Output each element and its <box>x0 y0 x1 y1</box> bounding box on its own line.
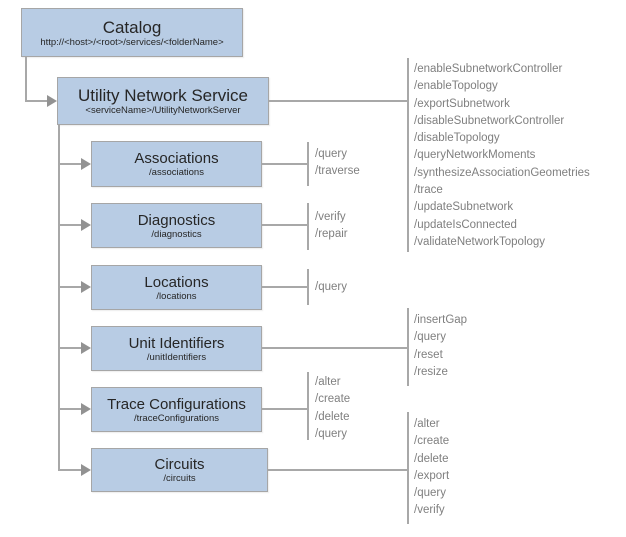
connector-line <box>58 347 82 349</box>
connector-line <box>262 163 308 165</box>
node-utility-network-service: Utility Network Service <serviceName>/Ut… <box>57 77 269 125</box>
operation-label: /alter <box>414 418 440 430</box>
diagnostics-operations-list: /verify/repair <box>315 209 348 244</box>
node-subtitle: /locations <box>156 290 197 302</box>
connector-line <box>262 347 408 349</box>
arrow-right-icon <box>47 95 57 107</box>
operations-bracket-line <box>307 372 309 440</box>
node-title: Diagnostics <box>137 211 216 229</box>
node-title: Utility Network Service <box>77 86 249 105</box>
operation-label: /export <box>414 469 450 482</box>
node-subtitle: <serviceName>/UtilityNetworkServer <box>85 105 241 116</box>
operation-label: /delete <box>315 410 350 423</box>
operation-label: /query <box>414 331 446 344</box>
operation-label: /alter <box>315 376 341 388</box>
operation-label: /query <box>315 427 347 440</box>
operation-label: /traverse <box>315 165 360 178</box>
operation-label: /query <box>414 487 446 500</box>
node-title: Trace Configurations <box>107 395 246 413</box>
node-subtitle: /traceConfigurations <box>133 412 220 424</box>
operation-label: /insertGap <box>414 314 468 326</box>
node-trace-configurations: Trace Configurations /traceConfiguration… <box>91 387 262 432</box>
operations-bracket-line <box>307 203 309 250</box>
connector-line <box>58 224 82 226</box>
connector-line <box>58 408 82 410</box>
arrow-right-icon <box>81 158 91 170</box>
operation-label: /delete <box>414 452 449 465</box>
operation-label: /verify <box>315 211 346 223</box>
node-catalog: Catalog http://<host>/<root>/services/<f… <box>21 8 243 57</box>
node-title: Catalog <box>102 17 162 37</box>
connector-line <box>58 286 82 288</box>
operation-label: /updateSubnetwork <box>414 201 514 214</box>
connector-trunk-line <box>58 125 60 471</box>
connector-line <box>25 100 48 102</box>
node-subtitle: /diagnostics <box>151 228 202 240</box>
node-title: Locations <box>144 273 209 291</box>
connector-line <box>268 469 408 471</box>
operation-label: /updateIsConnected <box>414 218 517 231</box>
node-circuits: Circuits /circuits <box>91 448 268 492</box>
operations-bracket-line <box>307 142 309 186</box>
associations-operations-list: /query/traverse <box>315 146 360 181</box>
node-subtitle: /circuits <box>163 473 196 484</box>
arrow-right-icon <box>81 219 91 231</box>
node-subtitle: /associations <box>149 167 204 178</box>
operation-label: /repair <box>315 228 348 241</box>
node-unit-identifiers: Unit Identifiers /unitIdentifiers <box>91 326 262 371</box>
arrow-right-icon <box>81 342 91 354</box>
operation-label: /synthesizeAssociationGeometries <box>414 166 590 179</box>
node-subtitle: http://<host>/<root>/services/<folderNam… <box>40 36 224 48</box>
operation-label: /create <box>414 435 450 448</box>
trace-configurations-operations-list: /alter/create/delete/query <box>315 374 350 443</box>
node-subtitle: /unitIdentifiers <box>146 351 207 363</box>
operations-bracket-line <box>407 308 409 386</box>
operation-label: /enableSubnetworkController <box>414 63 563 75</box>
operation-label: /resize <box>414 365 448 378</box>
connector-line <box>262 224 308 226</box>
operation-label: /query <box>315 148 347 160</box>
operation-label: /queryNetworkMoments <box>414 149 536 162</box>
operation-label: /verify <box>414 504 445 517</box>
operation-label: /trace <box>414 184 443 197</box>
operation-label: /query <box>315 281 347 293</box>
operation-label: /create <box>315 393 351 406</box>
connector-line <box>58 469 82 471</box>
connector-line <box>262 286 308 288</box>
connector-line <box>58 163 82 165</box>
node-title: Unit Identifiers <box>128 334 225 352</box>
operation-label: /exportSubnetwork <box>414 97 510 110</box>
operation-label: /disableTopology <box>414 132 500 145</box>
node-diagnostics: Diagnostics /diagnostics <box>91 203 262 248</box>
arrow-right-icon <box>81 281 91 293</box>
operation-label: /validateNetworkTopology <box>414 235 546 248</box>
operation-label: /enableTopology <box>414 80 498 93</box>
connector-line <box>262 408 308 410</box>
circuits-operations-list: /alter/create/delete/export/query/verify <box>414 416 449 520</box>
locations-operations-list: /query <box>315 279 347 296</box>
node-title: Circuits <box>154 456 205 473</box>
connector-line <box>269 100 408 102</box>
operations-bracket-line <box>407 58 409 252</box>
node-associations: Associations /associations <box>91 141 262 187</box>
service-operations-list: /enableSubnetworkController/enableTopolo… <box>414 61 590 251</box>
arrow-right-icon <box>81 464 91 476</box>
node-title: Associations <box>134 150 219 167</box>
connector-line <box>25 57 27 102</box>
operations-bracket-line <box>307 269 309 305</box>
arrow-right-icon <box>81 403 91 415</box>
operations-bracket-line <box>407 412 409 524</box>
node-locations: Locations /locations <box>91 265 262 310</box>
operation-label: /reset <box>414 348 443 361</box>
unit-identifiers-operations-list: /insertGap/query/reset/resize <box>414 312 467 381</box>
operation-label: /disableSubnetworkController <box>414 114 565 127</box>
